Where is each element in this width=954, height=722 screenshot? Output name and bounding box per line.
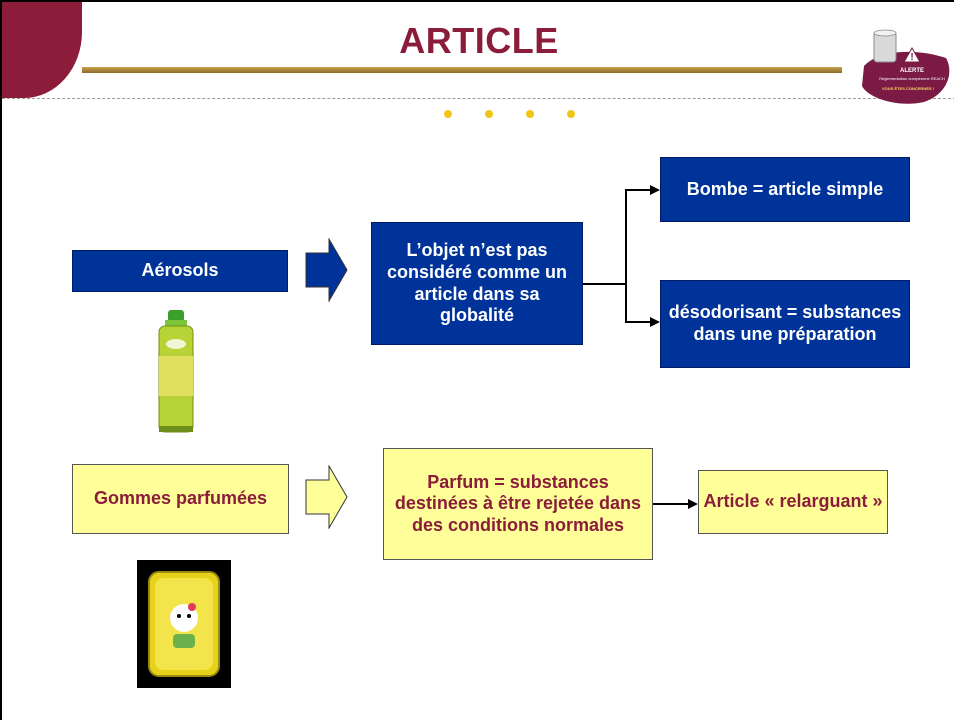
header-divider [2,98,954,99]
outcome-desodorisant: désodorisant = substances dans une prépa… [660,280,910,368]
explanation-parfum: Parfum = substances destinées à être rej… [383,448,653,560]
slide-title: ARTICLE [399,20,559,61]
eraser-image [137,560,231,688]
arrow-right-icon [305,238,348,302]
decor-dot [526,110,534,118]
svg-text:!: ! [910,52,913,63]
decor-dot [444,110,452,118]
badge-line-1: ALERTE [900,68,924,74]
header-band [82,67,842,73]
decor-dot [567,110,575,118]
explanation-aerosols: L’objet n’est pas considéré comme un art… [371,222,583,345]
decor-dot [485,110,493,118]
aerosol-can-image [121,304,247,439]
outcome-relarguant: Article « relarguant » [698,470,888,534]
reach-alert-logo: ! ALERTE Réglementation européenne REACH… [862,29,950,104]
outcome-bombe: Bombe = article simple [660,157,910,222]
badge-line-3: VOUS ÊTES CONCERNÉS ! [882,86,934,91]
label-gommes: Gommes parfumées [72,464,289,534]
badge-line-2: Réglementation européenne REACH [879,76,945,81]
arrow-right-icon [305,465,348,529]
label-aerosols: Aérosols [72,250,288,292]
